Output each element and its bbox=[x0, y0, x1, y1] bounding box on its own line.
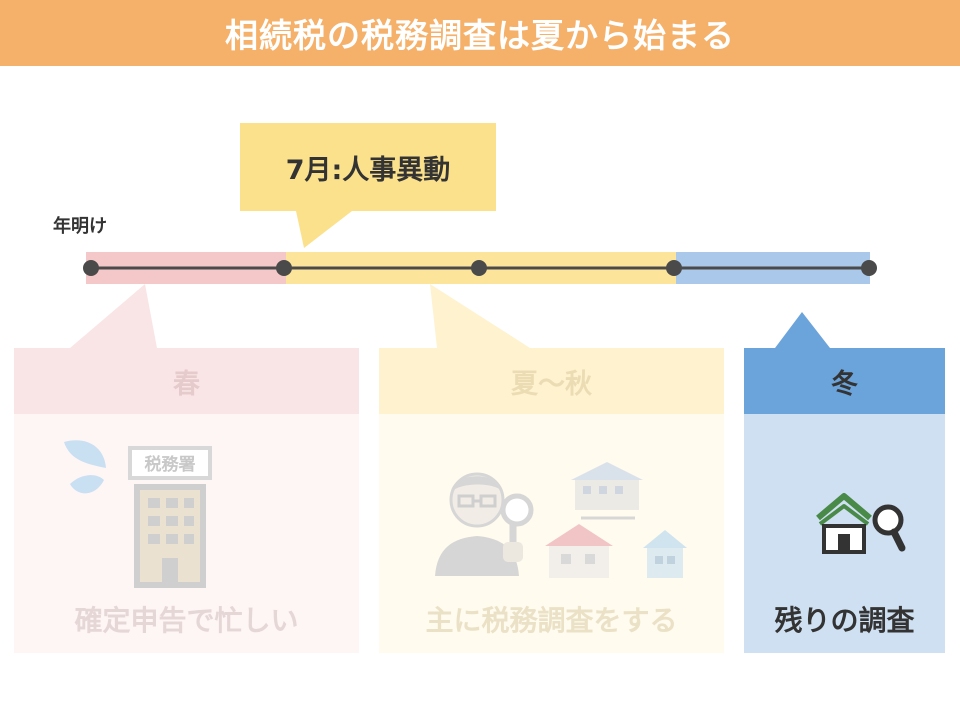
panel-spring-caption: 確定申告で忙しい bbox=[74, 604, 299, 637]
panel-summer-autumn: 夏～秋 主に税務調査をする bbox=[379, 348, 724, 653]
panel-winter: 冬 残りの調査 bbox=[744, 348, 945, 653]
title-banner: 相続税の税務調査は夏から始まる bbox=[0, 0, 960, 66]
callout-label: 7月:人事異動 bbox=[285, 154, 451, 186]
page-title: 相続税の税務調査は夏から始まる bbox=[225, 16, 735, 55]
timeline-segment-winter bbox=[676, 252, 870, 284]
panel-summer-body bbox=[379, 414, 724, 653]
timeline-start-label: 年明け bbox=[53, 216, 107, 237]
panel-summer-caption: 主に税務調査をする bbox=[425, 604, 678, 637]
tax-office-building-icon: 税務署 bbox=[128, 446, 212, 588]
callout-personnel-change: 7月:人事異動 bbox=[240, 123, 496, 211]
inspector-with-magnifier-icon bbox=[435, 472, 534, 576]
panel-winter-caption: 残りの調査 bbox=[774, 604, 915, 637]
houses-icon bbox=[545, 462, 687, 578]
timeline-segment-summer bbox=[286, 252, 676, 284]
panel-spring-body: 税務署 bbox=[14, 414, 359, 653]
panel-winter-heading: 冬 bbox=[744, 348, 945, 414]
timeline-segment-spring bbox=[86, 252, 286, 284]
pointer-summer bbox=[430, 284, 530, 348]
panel-summer-heading: 夏～秋 bbox=[379, 348, 724, 414]
house-search-icon bbox=[816, 493, 906, 554]
sweat-drop-icon bbox=[64, 440, 106, 494]
panel-spring-heading: 春 bbox=[14, 348, 359, 414]
panel-winter-body bbox=[744, 414, 945, 653]
panel-spring: 春 税務署 確定申告で忙しい bbox=[14, 348, 359, 653]
pointer-spring bbox=[70, 284, 157, 348]
pointer-winter bbox=[775, 312, 830, 348]
tax-office-sign: 税務署 bbox=[145, 454, 196, 475]
